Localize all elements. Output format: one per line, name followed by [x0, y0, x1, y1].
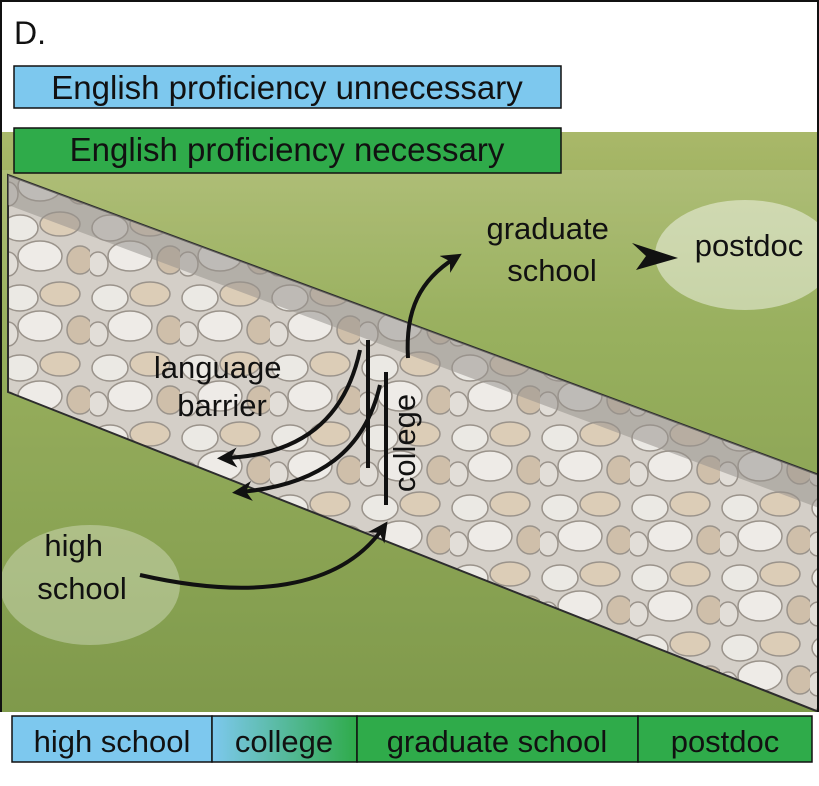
- legend-necessary-label: English proficiency necessary: [70, 131, 505, 168]
- arrow-to-postdoc: [632, 243, 678, 270]
- wall-cap: [8, 175, 819, 508]
- legend-unnecessary-box: [13, 65, 562, 109]
- postdoc-label: postdoc: [695, 228, 804, 263]
- timeline-high-school-box: [11, 715, 213, 763]
- language-barrier-label: language barrier: [154, 350, 290, 423]
- arrow-barrier-back-1: [217, 349, 362, 468]
- timeline-postdoc-box: [637, 715, 813, 763]
- timeline-high-school-label: high school: [34, 724, 191, 759]
- timeline-college-box: [211, 715, 358, 763]
- highlight-glow: [0, 525, 180, 645]
- timeline-graduate-school-box: [356, 715, 639, 763]
- legend-unnecessary-label: English proficiency unnecessary: [51, 69, 523, 106]
- highlight-glow: [655, 200, 819, 310]
- arrow-barrier-back-2: [232, 384, 382, 501]
- timeline-college-label: college: [235, 724, 333, 759]
- wall-fade: [0, 170, 819, 715]
- panel-label: D.: [14, 15, 46, 51]
- graduate-school-label: graduate school: [486, 211, 617, 288]
- college-label: college: [387, 394, 422, 492]
- legend-necessary-box: [13, 127, 562, 174]
- high-school-label: high school: [37, 528, 127, 606]
- timeline-graduate-school-label: graduate school: [387, 724, 608, 759]
- arrow-high-school-to-college: [139, 521, 388, 590]
- timeline-postdoc-label: postdoc: [671, 724, 780, 759]
- arrow-to-graduate-school: [405, 253, 462, 359]
